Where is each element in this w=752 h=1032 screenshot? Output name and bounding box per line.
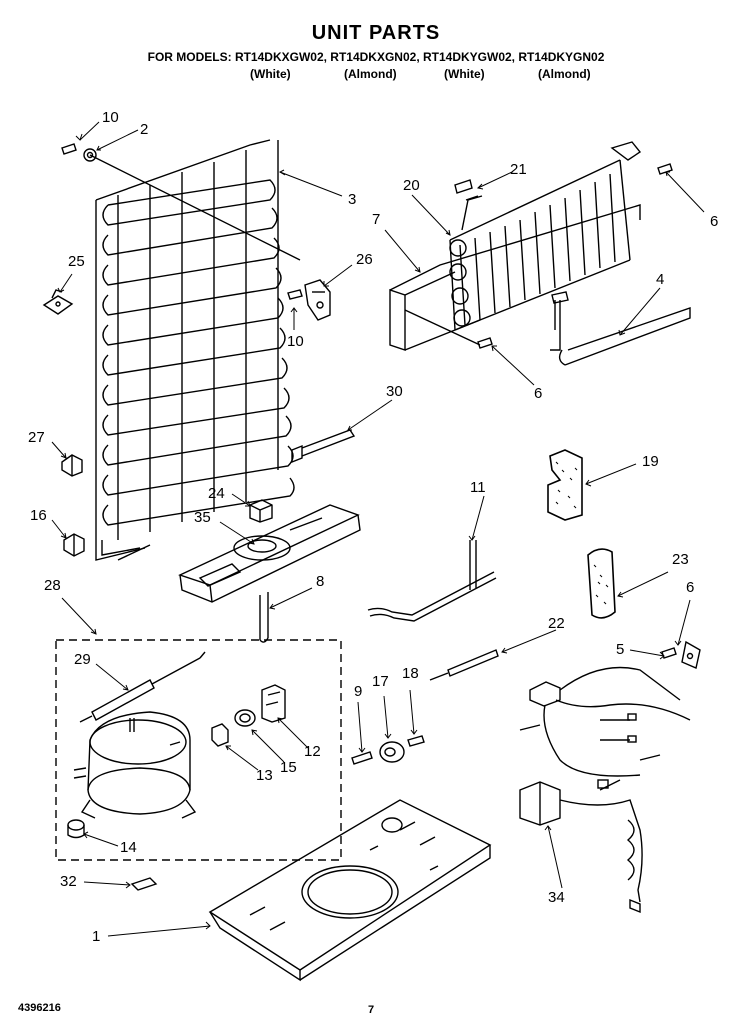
callout-8: 8 xyxy=(316,573,325,590)
compressor-assembly-28 xyxy=(55,639,342,861)
callout-30: 30 xyxy=(386,383,403,400)
heater-22 xyxy=(429,649,499,681)
screw-6-evap xyxy=(404,163,673,349)
drain-cap-24 xyxy=(249,499,273,523)
callout-3: 3 xyxy=(348,191,357,208)
callout-14: 14 xyxy=(120,839,137,856)
screw-6-bracket-5 xyxy=(661,640,701,669)
models-line: FOR MODELS: RT14DKXGW02, RT14DKXGN02, RT… xyxy=(147,50,605,64)
drain-pan-35 xyxy=(178,504,361,603)
clip-27 xyxy=(61,454,83,477)
doc-number: 4396216 xyxy=(18,1002,61,1014)
callout-24: 24 xyxy=(208,485,225,502)
clip-25 xyxy=(42,289,74,315)
page-title: UNIT PARTS xyxy=(311,22,441,44)
callout-17: 17 xyxy=(372,673,389,690)
bracket-26 xyxy=(287,279,331,321)
drier-29 xyxy=(79,651,206,723)
callout-2: 2 xyxy=(140,121,149,138)
evaporator xyxy=(389,141,642,351)
callout-10-bottom: 10 xyxy=(287,333,304,350)
screw-10-top xyxy=(61,143,301,261)
defrost-heater-4 xyxy=(550,291,691,366)
callout-12: 12 xyxy=(304,743,321,760)
callout-27: 27 xyxy=(28,429,45,446)
base-pan-1 xyxy=(208,799,492,982)
leader-lines xyxy=(51,121,705,937)
clip-32 xyxy=(130,877,158,891)
clip-16 xyxy=(63,533,85,557)
page-number: 7 xyxy=(368,1004,375,1016)
callout-6-right: 6 xyxy=(686,579,695,596)
callout-20: 20 xyxy=(403,177,420,194)
callout-34: 34 xyxy=(548,889,565,906)
callout-18: 18 xyxy=(402,665,419,682)
wiring-harness-34 xyxy=(519,666,691,914)
callout-10-top: 10 xyxy=(102,109,119,126)
callout-5: 5 xyxy=(616,641,625,658)
terminal-cover-13 xyxy=(211,723,229,747)
callout-6-top: 6 xyxy=(710,213,719,230)
overload-15 xyxy=(234,709,256,727)
callout-15: 15 xyxy=(280,759,297,776)
insulation-19 xyxy=(547,449,583,521)
drain-tube-11 xyxy=(367,540,497,622)
callout-23: 23 xyxy=(672,551,689,568)
callout-25: 25 xyxy=(68,253,85,270)
model-color-4: (Almond) xyxy=(538,67,591,81)
grommet-14 xyxy=(67,819,85,839)
callout-22: 22 xyxy=(548,615,565,632)
callout-4: 4 xyxy=(656,271,665,288)
callout-7: 7 xyxy=(372,211,381,228)
callout-35: 35 xyxy=(194,509,211,526)
callout-26: 26 xyxy=(356,251,373,268)
model-color-3: (White) xyxy=(444,67,485,81)
callout-28: 28 xyxy=(44,577,61,594)
clip-9 xyxy=(351,751,373,765)
callout-29: 29 xyxy=(74,651,91,668)
callout-6-mid: 6 xyxy=(534,385,543,402)
drain-tube-8 xyxy=(259,592,269,643)
relay-12 xyxy=(261,684,286,723)
callout-16: 16 xyxy=(30,507,47,524)
callout-9: 9 xyxy=(354,683,363,700)
insulation-23 xyxy=(587,548,616,619)
compressor xyxy=(73,711,197,819)
callout-19: 19 xyxy=(642,453,659,470)
screw-18 xyxy=(407,735,425,747)
callout-11: 11 xyxy=(470,479,486,496)
callout-1: 1 xyxy=(92,928,101,945)
thermistor-30 xyxy=(291,429,356,464)
callout-21: 21 xyxy=(510,161,527,178)
model-color-1: (White) xyxy=(250,67,291,81)
model-color-2: (Almond) xyxy=(344,67,397,81)
grommet-17 xyxy=(379,741,405,763)
condenser-coil xyxy=(95,139,295,561)
callout-32: 32 xyxy=(60,873,77,890)
callout-13: 13 xyxy=(256,767,273,784)
